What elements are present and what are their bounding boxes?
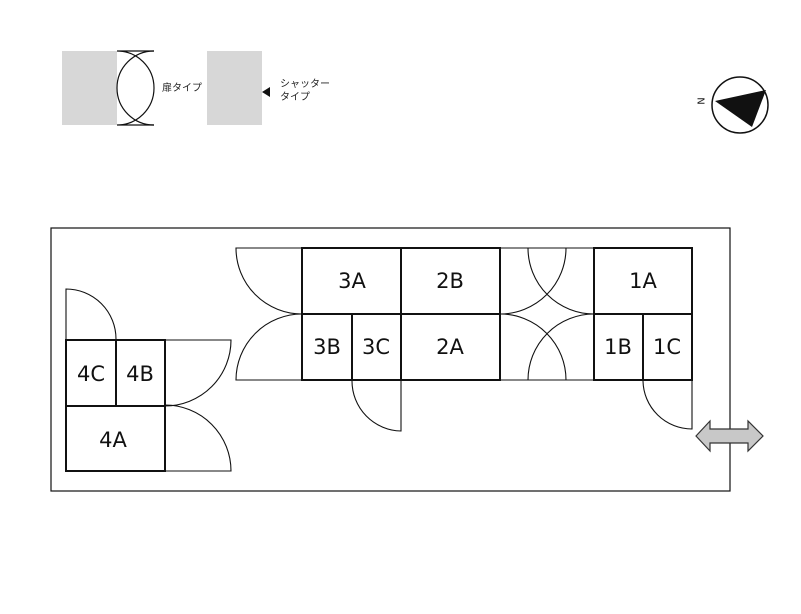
legend-door-swatch [62, 51, 117, 125]
unit-label-3B: 3B [313, 335, 341, 359]
door-2A-swing [499, 313, 567, 381]
unit-2A [400, 313, 501, 381]
unit-label-4C: 4C [77, 362, 105, 386]
unit-1B [593, 313, 644, 381]
unit-1A [593, 247, 693, 315]
unit-label-2B: 2B [436, 269, 464, 293]
compass-north-label: N [695, 97, 706, 104]
legend-door-type: 扉タイプ [62, 50, 202, 126]
compass-circle [711, 76, 769, 134]
door-1A-swing [527, 247, 595, 315]
legend-shutter-swatch [207, 51, 262, 125]
unit-label-1C: 1C [653, 335, 681, 359]
legend-door-label: 扉タイプ [162, 81, 202, 94]
triangle-left-icon [262, 87, 270, 97]
legend-shutter-label-line1: シャッター [280, 78, 330, 90]
door-3C-swing [351, 380, 402, 432]
unit-3A [301, 247, 402, 315]
site-boundary [50, 227, 731, 492]
unit-3B [301, 313, 353, 381]
unit-label-4A: 4A [99, 428, 127, 452]
door-3B-swing [235, 313, 303, 381]
door-1B-swing [527, 313, 595, 381]
door-4B-swing [164, 339, 232, 407]
block-2-3: 3A 2B 3B 3C 2A [235, 247, 567, 432]
door-2B-swing [499, 247, 567, 315]
unit-3C [351, 313, 402, 381]
door-swing-arc-icon [116, 50, 155, 126]
door-1C-swing [642, 380, 693, 430]
unit-label-4B: 4B [126, 362, 154, 386]
block-4: 4C 4B 4A [65, 288, 232, 472]
double-arrow-icon [695, 419, 764, 453]
unit-1C [642, 313, 693, 381]
compass-needle-icon [715, 90, 766, 127]
unit-label-1A: 1A [629, 269, 657, 293]
legend: 扉タイプ シャッター タイプ [62, 50, 330, 126]
compass: N [695, 76, 769, 134]
door-3A-swing [235, 247, 303, 315]
door-swing-icon [116, 50, 155, 126]
legend-shutter-type: シャッター タイプ [207, 51, 330, 125]
door-4A-swing [164, 404, 232, 472]
door-4C-swing [65, 288, 117, 340]
unit-label-2A: 2A [436, 335, 464, 359]
unit-label-3C: 3C [362, 335, 390, 359]
legend-shutter-label-line2: タイプ [280, 91, 310, 103]
block-1: 1A 1B 1C [527, 247, 693, 430]
unit-label-1B: 1B [604, 335, 632, 359]
unit-label-3A: 3A [338, 269, 366, 293]
unit-4A [65, 405, 166, 472]
